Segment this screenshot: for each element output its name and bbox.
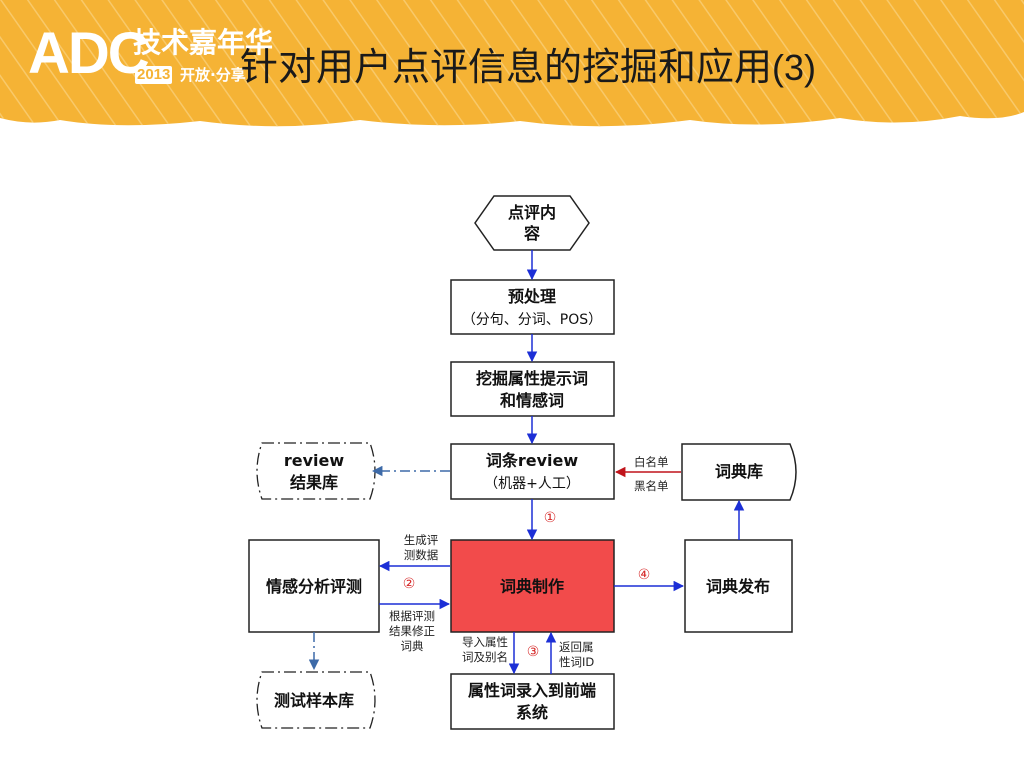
node-review-result-line2: 结果库 [289,473,338,492]
logo-year: 2013 [135,66,173,84]
logo-slogan: 开放·分享 [180,66,246,84]
step-number-1: ① [544,510,557,526]
label-gen-eval-1: 生成评 [404,533,439,547]
node-mining: 挖掘属性提示词 和情感词 [450,361,615,417]
node-test-sample-label: 测试样本库 [274,691,354,710]
label-import-2: 词及别名 [462,650,508,664]
label-blacklist: 黑名单 [634,479,669,493]
node-sentiment-eval-label: 情感分析评测 [266,577,362,596]
step-number-4: ④ [638,567,651,583]
logo-adc: ADC [28,21,150,86]
node-dict-db-label: 词典库 [715,462,763,481]
logo-event-name: 技术嘉年华 [133,26,274,59]
node-attr-import-line2: 系统 [516,703,548,722]
label-fix-1: 根据评测 [389,609,435,623]
node-mining-line1: 挖掘属性提示词 [476,369,588,388]
node-dict-db: 词典库 [681,443,797,501]
node-preprocess: 预处理 （分句、分词、POS） [450,279,615,335]
label-whitelist: 白名单 [634,455,669,469]
node-entry-review: 词条review （机器+人工） [450,443,615,500]
node-dict-publish: 词典发布 [684,539,793,633]
node-dict-publish-label: 词典发布 [706,577,770,596]
node-dict-make-label: 词典制作 [500,577,564,596]
node-review-result-line1: review [284,451,345,470]
node-review-content: 点评内 容 [474,195,590,251]
header-banner [0,0,1024,127]
label-return-1: 返回属 [559,640,594,654]
node-test-sample: 测试样本库 [256,671,376,729]
node-attr-import-line1: 属性词录入到前端 [468,681,596,700]
slide-title: 针对用户点评信息的挖掘和应用(3) [240,42,816,93]
label-fix-2: 结果修正 [389,624,435,638]
node-sentiment-eval: 情感分析评测 [248,539,380,633]
node-mining-line2: 和情感词 [500,391,564,410]
label-fix-3: 词典 [401,639,424,653]
node-preprocess-title: 预处理 [508,287,556,306]
label-return-2: 性词ID [559,655,594,669]
node-review-content-line1: 点评内 [508,203,556,222]
step-number-2: ② [403,576,416,592]
label-import-1: 导入属性 [462,635,508,649]
step-number-3: ③ [527,644,540,660]
node-attr-import: 属性词录入到前端 系统 [450,673,615,730]
label-gen-eval-2: 测数据 [404,548,439,562]
node-entry-review-sub: （机器+人工） [484,476,580,492]
node-preprocess-sub: （分句、分词、POS） [462,312,602,328]
node-review-result: review 结果库 [256,442,376,500]
slide-title-text: 针对用户点评信息的挖掘和应用 [240,45,773,89]
slide-title-number: (3) [772,47,817,88]
node-entry-review-title: 词条review [486,451,579,470]
node-dict-make: 词典制作 [450,539,615,633]
node-review-content-line2: 容 [523,224,540,243]
